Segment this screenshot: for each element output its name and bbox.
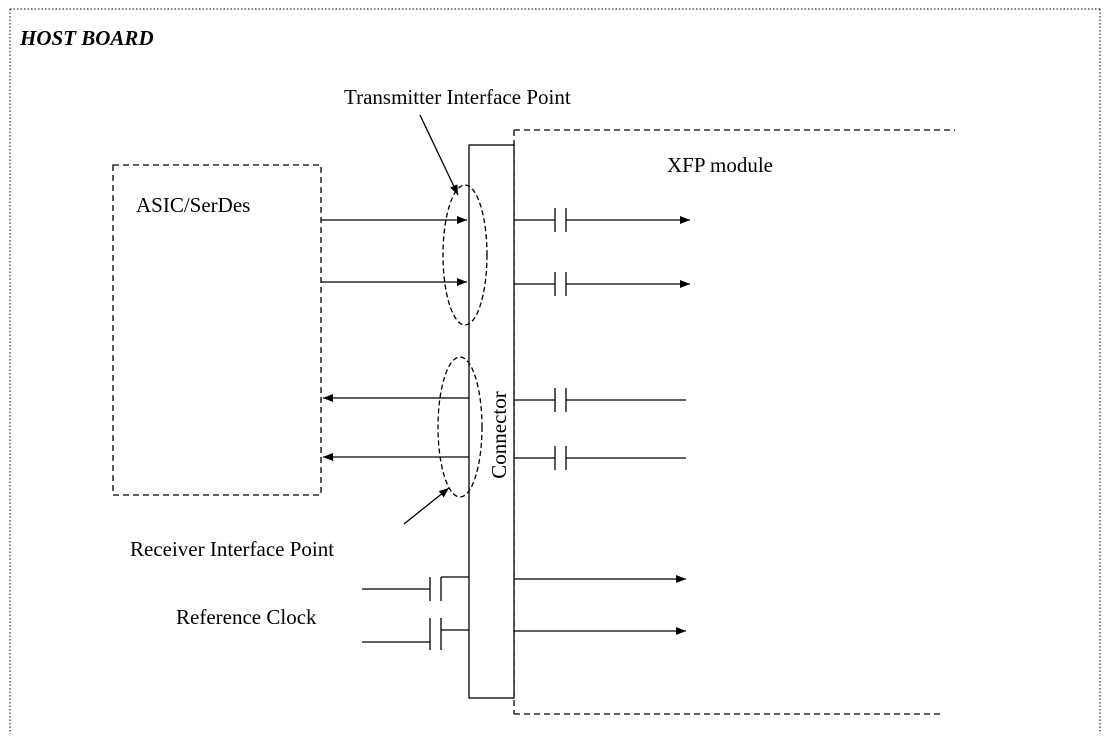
asic-serdes-box [112, 164, 322, 496]
receiver-pointer-arrow [403, 487, 450, 525]
connector-label: Connector [487, 391, 511, 478]
receiver-interface-label: Receiver Interface Point [130, 537, 334, 561]
reference-clock-label: Reference Clock [176, 605, 317, 629]
asic-serdes-label: ASIC/SerDes [136, 193, 250, 217]
module-rx-line-1 [514, 388, 686, 412]
host-board-title: HOST BOARD [19, 26, 154, 50]
module-rx-line-2 [514, 446, 686, 470]
xfp-module-outline [513, 129, 955, 715]
module-tx-line-2 [514, 272, 690, 296]
module-tx-line-1 [514, 208, 690, 232]
refclock-input-2 [362, 618, 469, 650]
receiver-interface-ellipse [437, 356, 483, 498]
xfp-module-label: XFP module [667, 153, 773, 177]
transmitter-pointer-arrow [419, 114, 459, 196]
connector-block [468, 144, 515, 699]
refclock-input-1 [362, 576, 469, 601]
host-board-frame [9, 8, 1101, 734]
transmitter-interface-ellipse [442, 184, 488, 326]
transmitter-interface-label: Transmitter Interface Point [344, 85, 571, 109]
